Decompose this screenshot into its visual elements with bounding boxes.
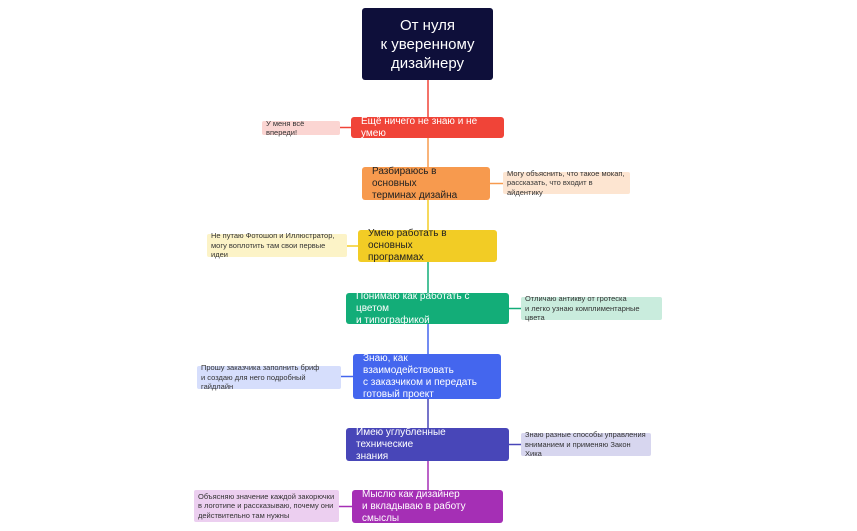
stage-1-note: У меня всё впереди! [262, 119, 340, 137]
stage-6-box: Имею углубленные технические знания [346, 427, 509, 462]
stage-2-box: Разбираюсь в основных терминах дизайна [362, 166, 490, 201]
stage-5-note: Прошу заказчика заполнить бриф и создаю … [197, 363, 341, 391]
stage-4-box: Понимаю как работать с цветом и типограф… [346, 291, 509, 326]
stage-3-box: Умею работать в основных программах [358, 228, 497, 263]
stage-4-note: Отличаю антикву от гротеска и легко узна… [521, 294, 662, 322]
stage-3-note: Не путаю Фотошоп и Иллюстратор, могу воп… [207, 231, 347, 259]
diagram-title: От нуля к уверенному дизайнеру [362, 8, 493, 80]
stage-2-note: Могу объяснить, что такое мокап, рассказ… [503, 169, 630, 197]
stage-7-box: Мыслю как дизайнер и вкладываю в работу … [352, 489, 503, 524]
stage-5-box: Знаю, как взаимодействовать с заказчиком… [353, 353, 501, 400]
stage-6-note: Знаю разные способы управления вниманием… [521, 430, 651, 458]
stage-7-note: Объясняю значение каждой закорючки в лог… [194, 490, 339, 522]
stage-1-box: Ещё ничего не знаю и не умею [351, 116, 504, 139]
